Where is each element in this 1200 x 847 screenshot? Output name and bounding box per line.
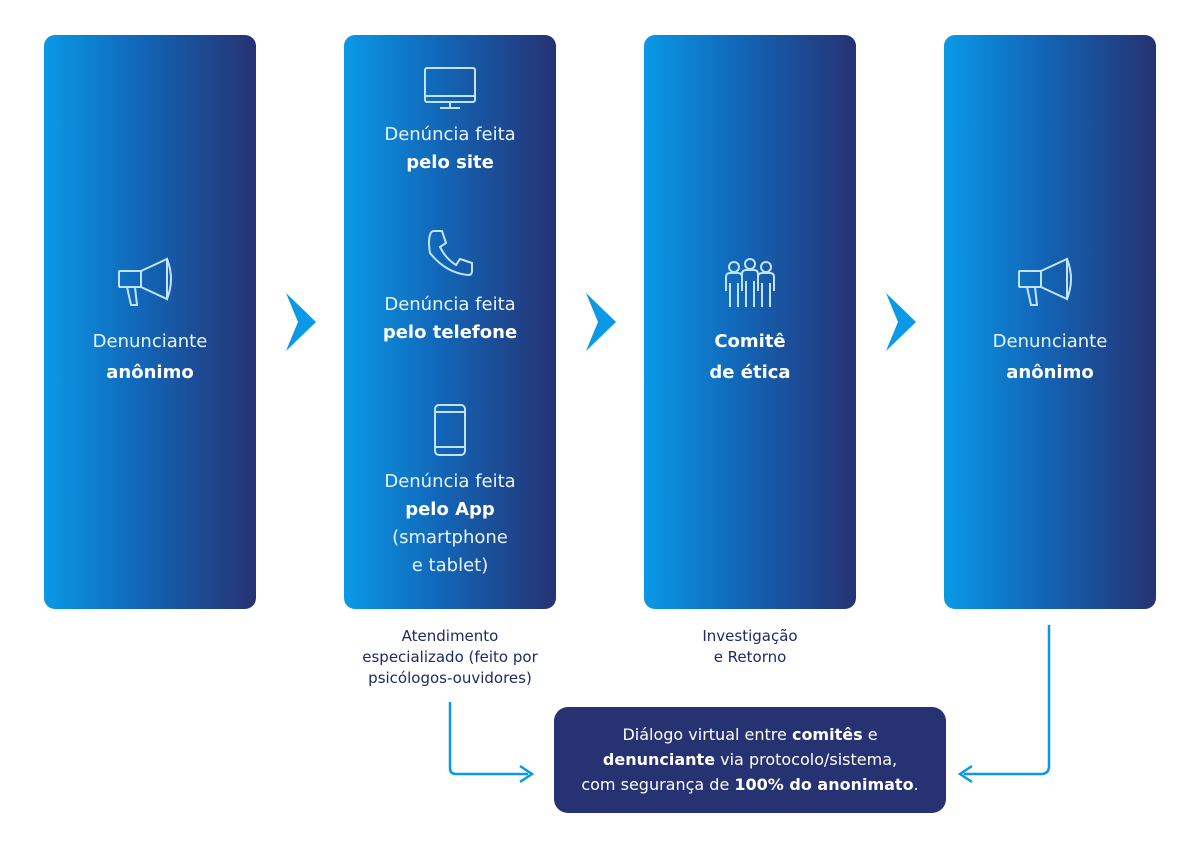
channels-caption-line3: psicólogos-ouvidores) xyxy=(368,669,532,687)
panel-ethics-committee: Comitê de ética xyxy=(644,35,856,609)
committee-label-line2: de ética xyxy=(709,362,791,383)
app-channel-line2: pelo App xyxy=(405,499,495,520)
dialog-text-8: . xyxy=(913,775,919,794)
committee-caption-line2: e Retorno xyxy=(713,648,787,666)
reporter-label-line2: anônimo xyxy=(106,362,194,383)
monitor-icon xyxy=(422,65,478,111)
app-channel-line4: e tablet) xyxy=(411,555,489,576)
megaphone-icon xyxy=(1015,255,1085,311)
chevron-right-icon xyxy=(286,293,316,351)
reporter-label-line1: Denunciante xyxy=(92,331,208,352)
panel-anonymous-reporter-return: Denunciante anônimo xyxy=(944,35,1156,609)
committee-caption-line1: Investigação xyxy=(702,627,798,645)
chevron-right-icon xyxy=(886,293,916,351)
channels-caption-line1: Atendimento xyxy=(401,627,499,645)
phone-icon xyxy=(424,227,476,279)
panel-report-channels: Denúncia feita pelo site Denúncia feita … xyxy=(344,35,556,609)
reporter-return-line2: anônimo xyxy=(1006,362,1094,383)
channels-caption: Atendimento especializado (feito por psi… xyxy=(340,626,560,689)
committee-caption: Investigação e Retorno xyxy=(650,626,850,668)
committee-label-line1: Comitê xyxy=(714,331,786,352)
dialog-text-6: com segurança de xyxy=(581,775,735,794)
phone-channel-line1: Denúncia feita xyxy=(384,294,516,315)
channels-caption-line2: especializado (feito por xyxy=(362,648,538,666)
connector-arrow-left xyxy=(448,702,528,776)
chevron-right-icon xyxy=(586,293,616,351)
smartphone-icon xyxy=(432,403,468,457)
dialog-text-2: comitês xyxy=(791,725,863,744)
connector-arrowhead-left xyxy=(519,764,535,784)
dialog-text-1: Diálogo virtual entre xyxy=(622,725,792,744)
dialog-text-4: denunciante xyxy=(602,750,716,769)
people-group-icon xyxy=(722,257,778,311)
panel-anonymous-reporter: Denunciante anônimo xyxy=(44,35,256,609)
app-channel-line1: Denúncia feita xyxy=(384,471,516,492)
dialog-text-3: e xyxy=(862,725,878,744)
connector-arrowhead-right xyxy=(957,764,973,784)
connector-arrow-right xyxy=(964,625,1051,776)
megaphone-icon xyxy=(115,255,185,311)
site-channel-line1: Denúncia feita xyxy=(384,124,516,145)
reporter-return-line1: Denunciante xyxy=(992,331,1108,352)
dialog-text-5: via protocolo/sistema, xyxy=(715,750,898,769)
dialog-text-7: 100% do anonimato xyxy=(734,775,914,794)
virtual-dialogue-box: Diálogo virtual entre comitês e denuncia… xyxy=(554,707,946,813)
phone-channel-line2: pelo telefone xyxy=(382,322,518,343)
app-channel-line3: (smartphone xyxy=(392,527,508,548)
site-channel-line2: pelo site xyxy=(406,152,494,173)
